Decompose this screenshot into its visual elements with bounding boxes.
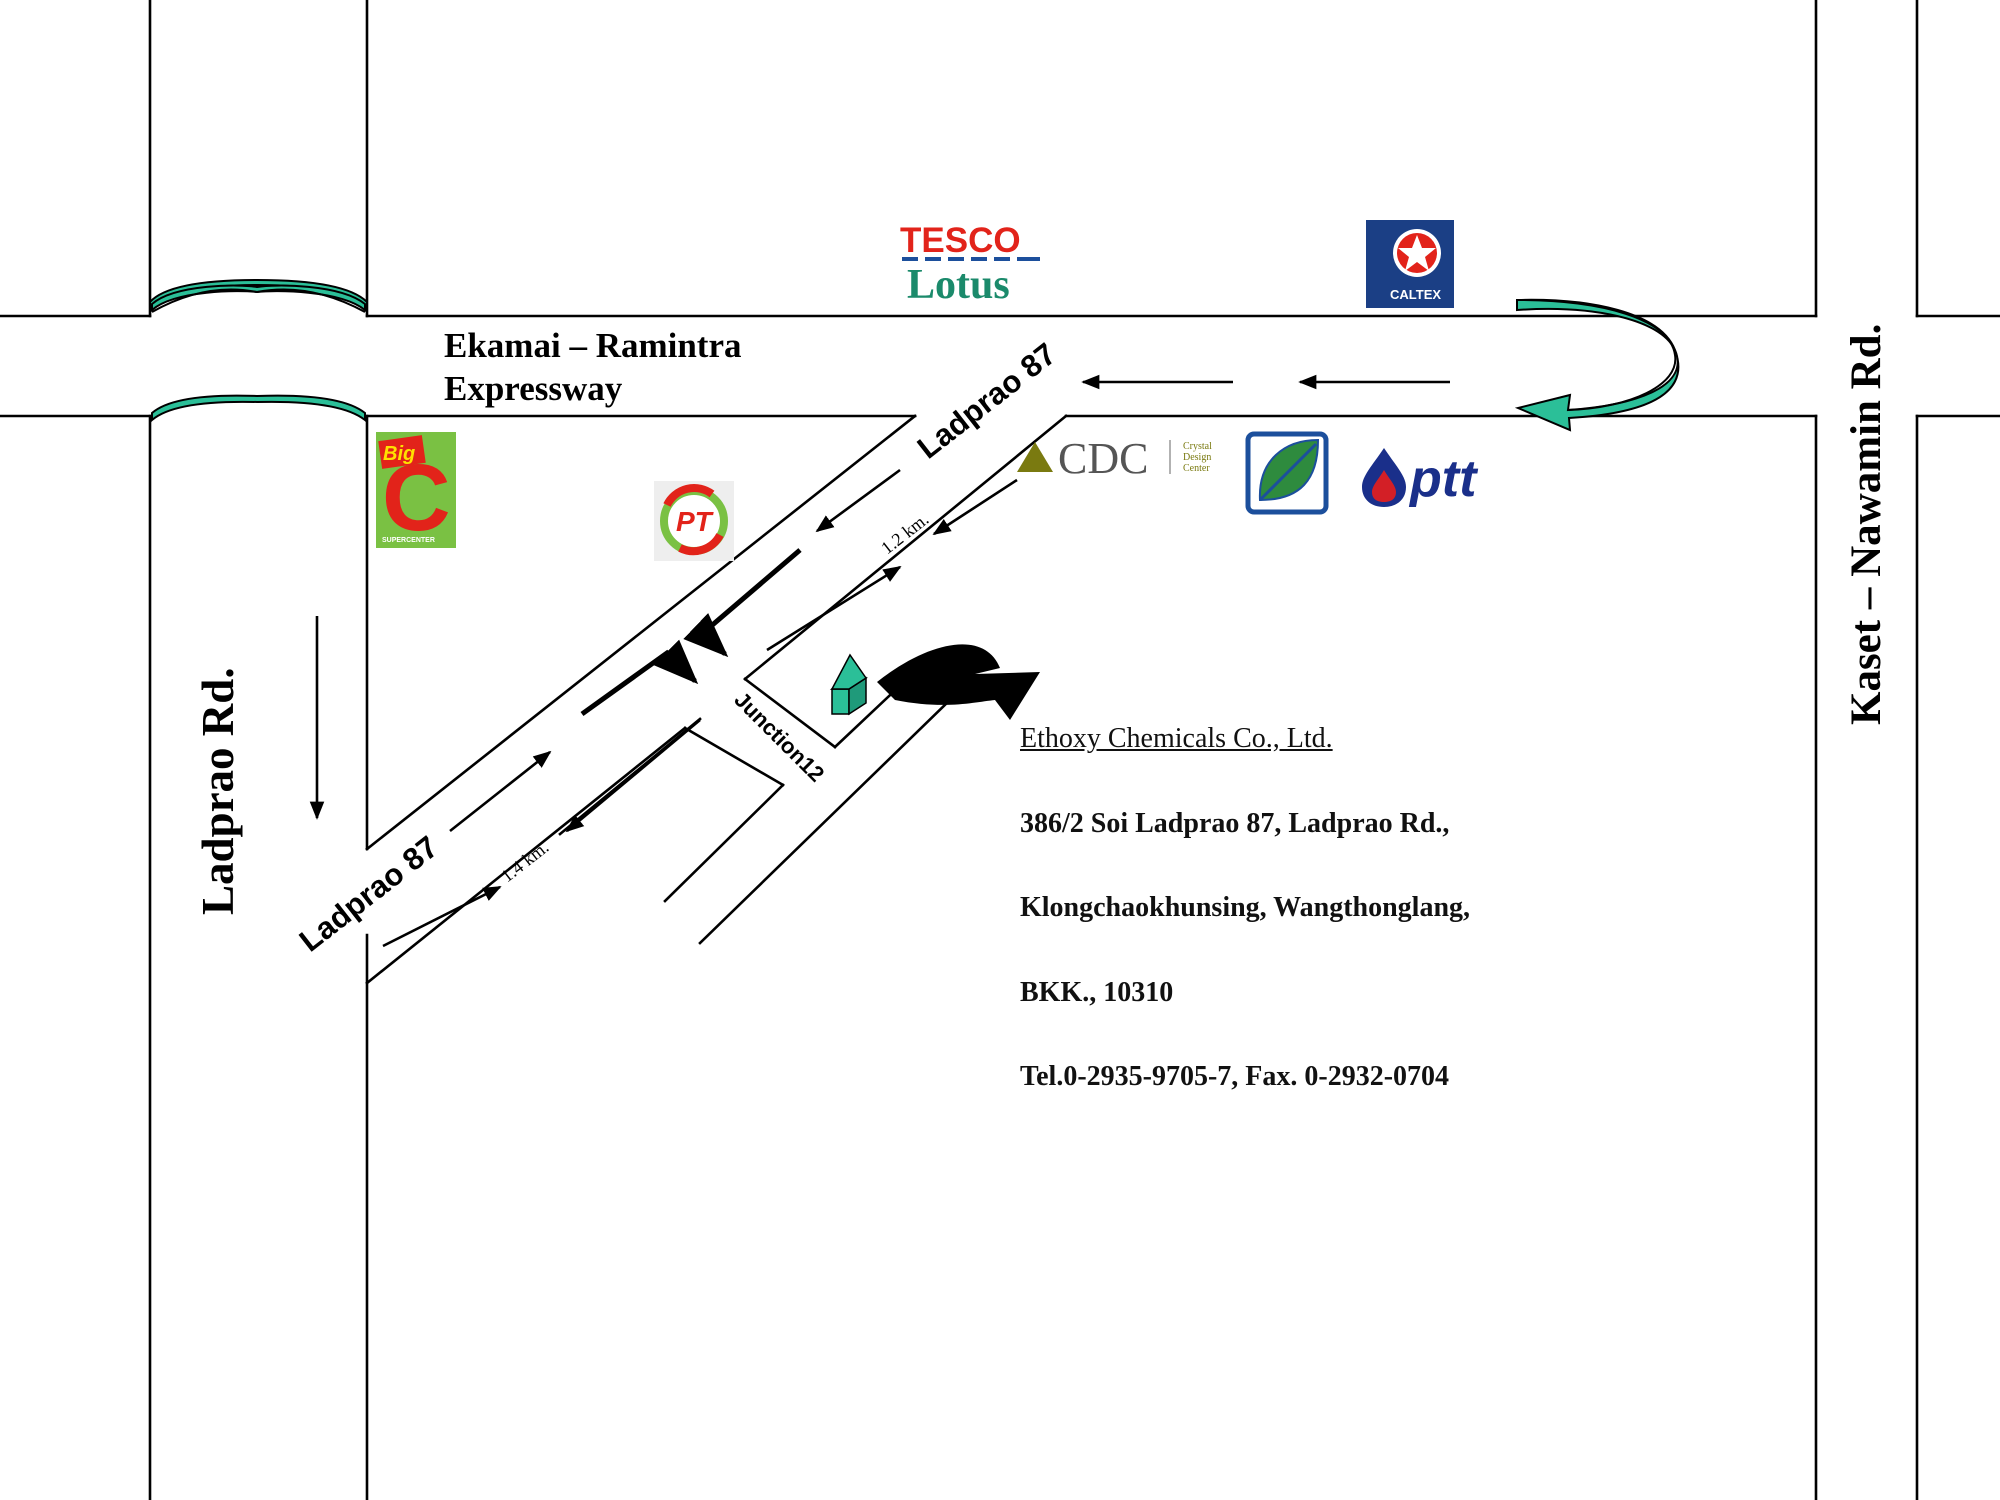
big-c-text: Big [383, 443, 415, 465]
kaset-nawamin-road [1814, 0, 1919, 1500]
kaset-nawamin-label: Kaset – Nawamin Rd. [1843, 324, 1890, 725]
ladprao-87-road [365, 414, 1068, 985]
ladprao-road [148, 0, 369, 1500]
destination-arrow-icon [877, 644, 1040, 720]
address-line-3: BKK., 10310 [1020, 976, 1174, 1008]
ptt-text: ptt [1408, 450, 1479, 508]
destination-building-icon [829, 653, 868, 716]
cdc-subtext-3: Center [1183, 463, 1210, 474]
ladprao87-top-label: Ladprao 87 [911, 336, 1063, 465]
direction-arrows [309, 374, 1450, 948]
caltex-text: CALTEX [1390, 287, 1441, 302]
address-line-2: Klongchaokhunsing, Wangthonglang, [1020, 892, 1471, 923]
tesco-text: TESCO [900, 221, 1021, 260]
overpass-bridge-lower [151, 394, 366, 423]
big-c-subtext: SUPERCENTER [382, 537, 435, 544]
company-info: Ethoxy Chemicals Co., Ltd. 386/2 Soi Lad… [1020, 718, 1640, 1141]
lotus-text: Lotus [907, 262, 1010, 308]
ptt-logo: ptt [1362, 448, 1479, 508]
ladprao-rd-label: Ladprao Rd. [193, 667, 243, 915]
contact-line: Tel.0-2935-9705-7, Fax. 0-2932-0704 [1020, 1061, 1450, 1092]
pt-text: PT [676, 506, 715, 537]
u-turn-arrow-icon [1514, 298, 1680, 432]
cdc-text: CDC [1058, 434, 1148, 483]
junction-label: Junction12 [729, 687, 829, 787]
expressway-label-line2: Expressway [444, 369, 623, 408]
expressway-label-line1: Ekamai – Ramintra [444, 326, 742, 365]
cdc-subtext-2: Design [1183, 452, 1211, 463]
expressway-road [0, 314, 2000, 418]
bangchak-logo [1245, 431, 1329, 515]
pt-logo: PT [654, 481, 734, 561]
company-name: Ethoxy Chemicals Co., Ltd. [1020, 723, 1333, 754]
overpass-bridge-upper [149, 278, 368, 313]
cdc-subtext-1: Crystal [1183, 441, 1212, 452]
caltex-logo: CALTEX [1366, 220, 1454, 308]
tesco-lotus-logo: TESCO Lotus [900, 221, 1040, 308]
distance-lower-label: 1.4 km. [497, 837, 552, 886]
cdc-logo: CDC Crystal Design Center [1017, 434, 1212, 483]
big-c-logo: C Big SUPERCENTER [376, 432, 456, 551]
address-line-1: 386/2 Soi Ladprao 87, Ladprao Rd., [1020, 807, 1450, 839]
